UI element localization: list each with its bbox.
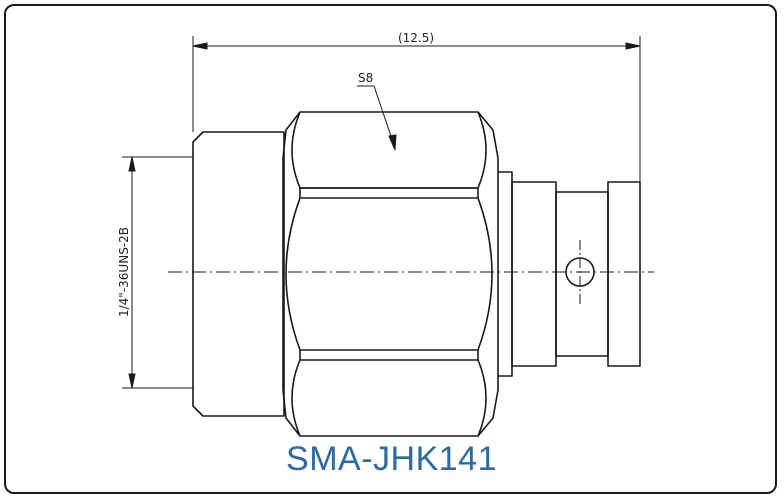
- hex-lower-face: [291, 359, 487, 437]
- thread-label: 1/4"-36UNS-2B: [117, 227, 131, 317]
- dimension-top-text: (12.5): [398, 31, 434, 45]
- solder-cup: [555, 191, 609, 357]
- arrow-top-right: [625, 42, 641, 50]
- rear-sleeve: [498, 171, 513, 377]
- hex-leader-arrow: [388, 134, 397, 151]
- drawing-frame: [4, 4, 777, 494]
- coupling-body: [192, 131, 285, 417]
- arrow-thread-top: [128, 156, 136, 172]
- hex-upper-face: [291, 111, 487, 189]
- arrow-thread-bottom: [128, 373, 136, 389]
- model-name: SMA-JHK141: [286, 440, 497, 478]
- end-flange: [607, 181, 641, 367]
- hex-nut: [282, 111, 499, 437]
- arrow-top-left: [192, 42, 208, 50]
- rear-sleeve-body: [511, 181, 557, 367]
- hex-middle-face: [285, 197, 493, 351]
- hex-lower-groove: [299, 349, 479, 361]
- hex-upper-groove: [299, 187, 479, 199]
- hex-size-label: S8: [358, 71, 373, 85]
